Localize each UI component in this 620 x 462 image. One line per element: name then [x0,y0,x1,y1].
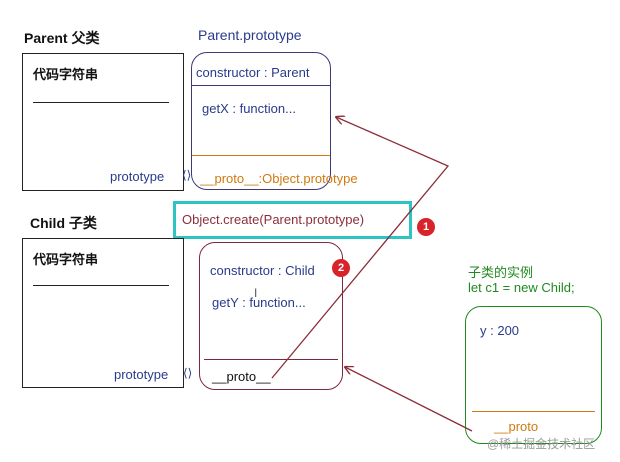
parent-constructor-field: constructor : Parent [196,65,310,80]
parent-prototype-hook-icon: ⟨⟩ [182,168,192,182]
badge-2: 2 [332,259,350,277]
watermark: @稀土掘金技术社区 [487,437,596,451]
child-function-box: 代码字符串 [22,238,184,388]
instance-proto-divider [472,411,595,412]
instance-proto-field: __proto [494,419,539,434]
instance-box: y : 200 __proto [465,306,602,444]
parent-title: Parent 父类 [24,30,100,46]
parent-prototype-box: constructor : Parent getX : function... [191,52,331,190]
arrow-child-proto-to-parent-prototype [271,117,450,379]
child-prototype-link: prototype [114,367,169,382]
object-create-highlight: Object.create(Parent.prototype) [173,201,412,239]
parent-code-text: 代码字符串 [33,67,99,82]
child-gety-field: getY : function... [212,295,306,310]
child-constructor-field: constructor : Child [210,263,315,278]
parent-prototype-link: prototype [110,169,165,184]
parent-code-divider [33,102,169,103]
text-cursor-icon: I [254,286,258,300]
instance-y-field: y : 200 [480,323,520,338]
child-proto-field: __proto__ [212,369,271,384]
parent-proto-field: __proto__:Object.prototype [200,171,358,186]
child-prototype-box: constructor : Child getY : function... _… [199,242,343,390]
parent-prototype-title: Parent.prototype [198,27,302,43]
instance-code: let c1 = new Child; [468,280,575,295]
badge-1: 1 [417,218,435,236]
parent-constructor-divider [192,85,330,86]
parent-function-box: 代码字符串 [22,53,184,191]
arrow-instance-proto-to-child-prototype [345,367,473,432]
child-prototype-hook-icon: ⟨⟩ [183,366,193,380]
parent-getx-field: getX : function... [202,101,296,116]
child-title: Child 子类 [30,215,97,231]
child-code-divider [33,285,169,286]
object-create-call: Object.create(Parent.prototype) [182,212,365,227]
parent-proto-divider [192,155,330,156]
child-proto-divider [204,359,338,360]
instance-title: 子类的实例 [468,265,534,280]
child-code-text: 代码字符串 [33,252,99,267]
